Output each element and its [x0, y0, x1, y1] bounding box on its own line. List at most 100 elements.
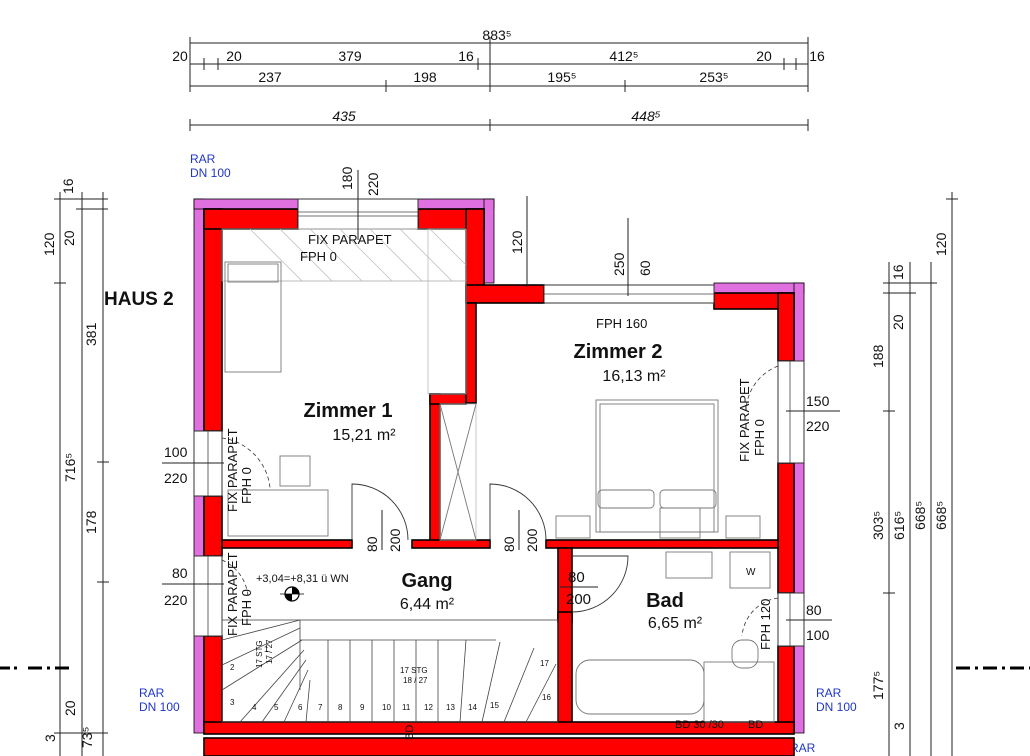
note-fix-parapet-top: FIX PARAPET [308, 232, 392, 247]
level-note: +3,04=+8,31 ü WN [256, 573, 349, 585]
rar-label-2: RAR [139, 686, 165, 700]
furniture [224, 261, 775, 723]
svg-text:220: 220 [365, 172, 381, 196]
left-dimensions: 16 20 120 381 716⁵ 178 20 73⁵ 3 [41, 178, 109, 756]
staircase [221, 619, 559, 723]
note-fph120: FPH 120 [758, 599, 773, 650]
note-fph0-left2: FPH 0 [239, 589, 254, 626]
svg-text:3: 3 [42, 734, 58, 742]
room-name-zimmer-1: Zimmer 1 [304, 400, 393, 422]
svg-text:178: 178 [83, 510, 99, 534]
note-bd3: BD [748, 719, 763, 731]
svg-text:120: 120 [509, 230, 525, 254]
svg-text:13: 13 [446, 703, 455, 712]
svg-text:1: 1 [264, 645, 269, 654]
svg-text:7: 7 [318, 703, 323, 712]
rar-label-1: RAR [190, 152, 216, 166]
dim-top-253: 253⁵ [699, 69, 728, 85]
dim-top-195: 195⁵ [547, 69, 576, 85]
dim-top-435: 435 [332, 108, 356, 124]
room-area-bad: 6,65 m² [648, 615, 703, 632]
dim-top-20b: 20 [226, 48, 242, 64]
svg-text:3: 3 [230, 698, 235, 707]
room-area-zimmer-1: 15,21 m² [332, 427, 396, 444]
svg-text:220: 220 [164, 592, 188, 608]
svg-text:80: 80 [568, 569, 585, 586]
svg-text:16: 16 [890, 264, 906, 280]
svg-text:3: 3 [891, 722, 907, 730]
svg-text:100: 100 [164, 444, 188, 460]
svg-text:8: 8 [338, 703, 343, 712]
room-name-zimmer-2: Zimmer 2 [574, 341, 663, 363]
svg-text:80: 80 [806, 602, 822, 618]
opening-dimensions: 180 220 120 250 60 100 220 80 220 150 22… [162, 166, 840, 643]
note-fph160: FPH 160 [596, 316, 647, 331]
svg-text:15: 15 [490, 701, 499, 710]
note-w: W [746, 567, 756, 578]
svg-text:80: 80 [364, 536, 380, 552]
svg-text:16: 16 [542, 693, 551, 702]
svg-text:4: 4 [252, 703, 257, 712]
note-fph0-top: FPH 0 [300, 249, 337, 264]
insulation [193, 198, 805, 734]
svg-text:60: 60 [637, 260, 653, 276]
svg-text:16: 16 [60, 178, 76, 194]
svg-text:10: 10 [382, 703, 391, 712]
building-label: HAUS 2 [104, 289, 174, 310]
svg-text:11: 11 [402, 703, 411, 712]
stair-note-a2: 18 / 27 [403, 676, 428, 685]
svg-text:14: 14 [468, 703, 477, 712]
svg-text:20: 20 [62, 700, 78, 716]
room-name-bad: Bad [646, 590, 684, 612]
svg-text:120: 120 [41, 232, 57, 256]
svg-text:73⁵: 73⁵ [79, 727, 95, 748]
svg-text:250: 250 [611, 252, 627, 276]
svg-text:303⁵: 303⁵ [870, 511, 886, 540]
dim-top-412: 412⁵ [609, 48, 638, 64]
svg-text:200: 200 [524, 528, 540, 552]
note-bd: BD [404, 725, 416, 740]
rar-label-4: RAR [790, 741, 816, 755]
doors [221, 365, 779, 637]
dim-overall: 883⁵ [482, 27, 511, 43]
svg-text:100: 100 [806, 627, 830, 643]
svg-text:80: 80 [501, 536, 517, 552]
stair-note-a: 17 STG [400, 666, 428, 675]
dim-top-448: 448⁵ [631, 108, 660, 124]
dim-top-16a: 16 [458, 48, 474, 64]
hatch-area [221, 228, 477, 541]
walls [203, 208, 795, 756]
dim-top-20c: 20 [756, 48, 772, 64]
svg-text:220: 220 [164, 470, 188, 486]
svg-text:188: 188 [870, 344, 886, 368]
stair-numbers: 1 2 3 4 5 6 7 8 9 10 11 12 13 14 15 16 1… [230, 645, 551, 712]
level-marker-icon [280, 586, 304, 602]
svg-text:716⁵: 716⁵ [62, 453, 78, 482]
svg-text:80: 80 [172, 565, 188, 581]
stair-note-b2: 17 / 27 [265, 639, 274, 664]
svg-text:9: 9 [360, 703, 365, 712]
room-area-zimmer-2: 16,13 m² [602, 368, 666, 385]
svg-text:668⁵: 668⁵ [933, 501, 949, 530]
rar-dn-1: DN 100 [190, 166, 231, 180]
svg-text:6: 6 [298, 703, 303, 712]
rar-dn-2: DN 100 [139, 700, 180, 714]
svg-text:200: 200 [566, 591, 591, 608]
right-dimensions: 16 20 188 303⁵ 616⁵ 177⁵ 3 120 668⁵ 668⁵ [870, 192, 958, 756]
svg-text:668⁵: 668⁵ [912, 501, 928, 530]
dim-top-198: 198 [413, 69, 437, 85]
svg-text:17: 17 [540, 659, 549, 668]
note-fix-parapet-right: FIX PARAPET [737, 378, 752, 462]
rar-dn-3: DN 100 [816, 700, 857, 714]
svg-text:2: 2 [230, 663, 235, 672]
svg-text:120: 120 [933, 232, 949, 256]
room-name-gang: Gang [401, 570, 452, 592]
dim-top-20a: 20 [172, 48, 188, 64]
svg-text:200: 200 [387, 528, 403, 552]
rotated-labels: FIX PARAPET FPH 0 FIX PARAPET FPH 0 17 S… [225, 378, 773, 740]
svg-text:616⁵: 616⁵ [891, 511, 907, 540]
svg-text:20: 20 [61, 230, 77, 246]
svg-text:20: 20 [890, 314, 906, 330]
dim-top-379: 379 [338, 48, 362, 64]
